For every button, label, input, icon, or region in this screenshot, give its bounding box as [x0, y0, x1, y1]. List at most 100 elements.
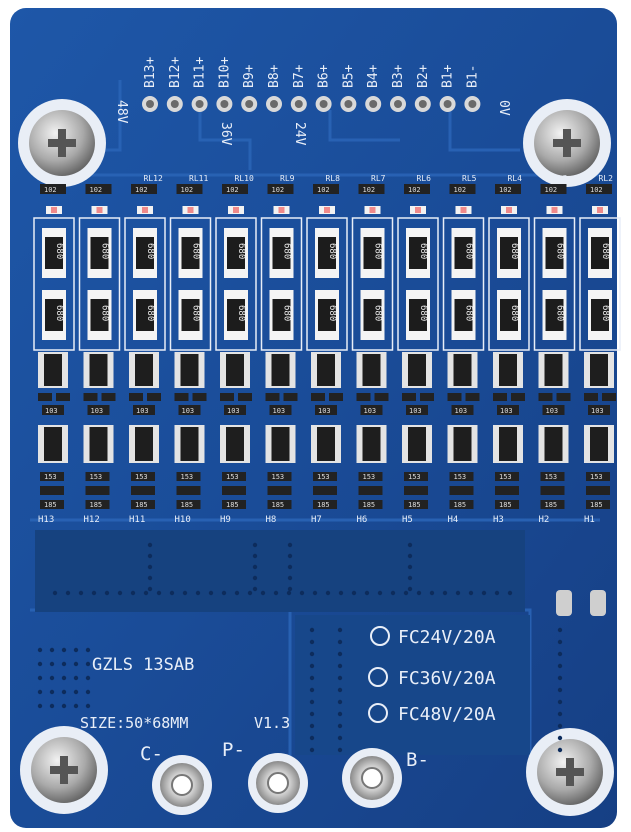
h-label: H1 [584, 515, 595, 525]
mid-resistor-code: 103 [227, 407, 240, 415]
header-pin [166, 96, 183, 112]
option-label-36v: FC36V/20A [398, 668, 496, 689]
power-resistor-code: 680 [327, 305, 337, 321]
power-resistor-code: 680 [236, 305, 246, 321]
h-label: H11 [129, 515, 145, 525]
header-pin [365, 96, 382, 112]
tiny-resistor-code: 185 [181, 501, 194, 509]
rl-label: RL12 [144, 174, 163, 183]
tiny-resistor-code: 185 [408, 501, 421, 509]
low-resistor-code: 153 [135, 473, 148, 481]
screw-top-right [523, 99, 611, 187]
voltage-mark-24v: 24V [292, 122, 307, 146]
rl-label: RL8 [326, 174, 341, 183]
header-pin-label: B10+ [217, 57, 232, 88]
small-resistor-code: 102 [317, 186, 330, 194]
terminal-b-minus [342, 748, 402, 808]
h-label: H2 [539, 515, 550, 525]
h-label: H6 [357, 515, 368, 525]
h-label: H10 [175, 515, 191, 525]
header-pin-label: B1- [465, 65, 480, 88]
low-resistor-code: 153 [181, 473, 194, 481]
low-resistor-code: 153 [90, 473, 103, 481]
h-label: H12 [84, 515, 100, 525]
header-pin [216, 96, 233, 112]
terminal-p-minus [248, 753, 308, 813]
tiny-resistor-code: 185 [135, 501, 148, 509]
power-resistor-code: 680 [191, 243, 201, 259]
small-resistor-code: 102 [499, 186, 512, 194]
small-resistor-code: 102 [272, 186, 285, 194]
header-pin-label: B1+ [441, 64, 456, 88]
header-pin-label: B6+ [317, 64, 332, 88]
header-pin [241, 96, 258, 112]
header-pin-label: B9+ [242, 64, 257, 88]
h-label: H4 [448, 515, 459, 525]
h-label: H8 [266, 515, 277, 525]
via-field [37, 542, 563, 753]
header-pin-label: B11+ [193, 57, 208, 88]
low-resistor-code: 153 [226, 473, 239, 481]
power-resistor-code: 680 [600, 243, 610, 259]
copper-plane-right [295, 615, 530, 755]
tiny-resistor-code: 185 [499, 501, 512, 509]
low-resistor-code: 153 [408, 473, 421, 481]
small-resistor-code: 102 [590, 186, 603, 194]
low-resistor-code: 153 [272, 473, 285, 481]
board-size: SIZE:50*68MM [80, 714, 188, 732]
power-resistor-code: 680 [464, 305, 474, 321]
mid-resistor-code: 103 [273, 407, 286, 415]
header-pin-label: B13+ [143, 57, 158, 88]
tiny-resistor-code: 185 [90, 501, 103, 509]
h-label: H9 [220, 515, 231, 525]
tiny-resistor-code: 185 [272, 501, 285, 509]
small-resistor-code: 102 [454, 186, 467, 194]
header-pin-label: B2+ [416, 64, 431, 88]
power-resistor-code: 680 [54, 305, 64, 321]
rl-label: RL9 [280, 174, 295, 183]
power-resistor-code: 680 [418, 305, 428, 321]
rl-label: RL7 [371, 174, 386, 183]
rl-label: RL5 [462, 174, 477, 183]
mid-resistor-code: 103 [591, 407, 604, 415]
mid-resistor-code: 103 [136, 407, 149, 415]
board-model: GZLS 13SAB [92, 655, 194, 675]
header-pin-label: B12+ [168, 57, 183, 88]
tiny-resistor-code: 185 [590, 501, 603, 509]
option-label-24v: FC24V/20A [398, 627, 496, 648]
power-resistor-code: 680 [327, 243, 337, 259]
header-pin [464, 96, 481, 112]
right-pad-pair [556, 590, 606, 616]
mid-resistor-code: 103 [45, 407, 58, 415]
power-resistor-code: 680 [509, 243, 519, 259]
rl-label: RL11 [189, 174, 208, 183]
mid-resistor-code: 103 [546, 407, 559, 415]
cell-balance-columns: 102680680103153185H13RL12102680680103153… [33, 174, 621, 525]
tiny-resistor-code: 185 [317, 501, 330, 509]
low-resistor-code: 153 [590, 473, 603, 481]
header-pin-label: B4+ [366, 64, 381, 88]
power-resistor-code: 680 [555, 243, 565, 259]
small-resistor-code: 102 [44, 186, 57, 194]
low-resistor-code: 153 [44, 473, 57, 481]
tiny-resistor-code: 185 [545, 501, 558, 509]
option-label-48v: FC48V/20A [398, 704, 496, 725]
power-resistor-code: 680 [282, 305, 292, 321]
low-resistor-code: 153 [363, 473, 376, 481]
power-resistor-code: 680 [600, 305, 610, 321]
header-pin [414, 96, 431, 112]
header-pin [142, 96, 158, 112]
power-resistor-code: 680 [373, 305, 383, 321]
power-resistor-code: 680 [464, 243, 474, 259]
header-pin [315, 96, 332, 112]
tiny-resistor-code: 185 [454, 501, 467, 509]
header-pin-label: B5+ [341, 64, 356, 88]
power-resistor-code: 680 [145, 305, 155, 321]
low-resistor-code: 153 [454, 473, 467, 481]
